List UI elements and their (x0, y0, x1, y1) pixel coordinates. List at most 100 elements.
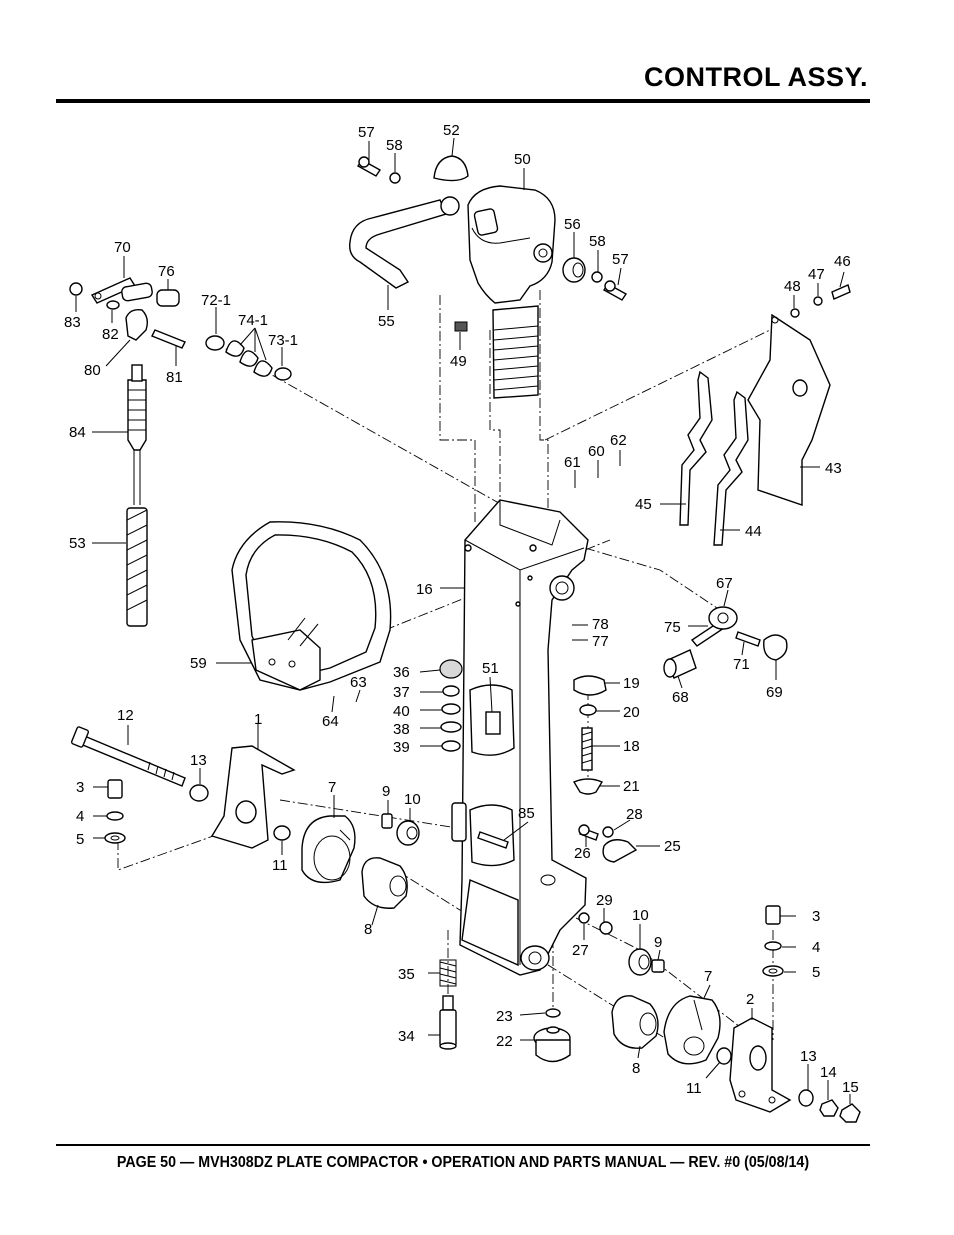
leader-lines (75, 137, 851, 1104)
knob-19 (573, 675, 607, 696)
callout-18: 18 (623, 738, 640, 755)
callout-47: 47 (808, 266, 825, 283)
callout-82: 82 (102, 326, 119, 343)
callout-9: 9 (382, 783, 390, 800)
callout-49: 49 (450, 353, 467, 370)
callout-81: 81 (166, 369, 183, 386)
callout-56: 56 (564, 216, 581, 233)
callout-78: 78 (592, 616, 609, 633)
adjuster-stack (572, 675, 607, 795)
callout-59: 59 (190, 655, 207, 672)
callout-labels: 57 58 52 50 56 58 57 55 49 70 76 72-1 74… (64, 122, 859, 1097)
callout-40: 40 (393, 703, 410, 720)
callout-37: 37 (393, 684, 410, 701)
callout-23: 23 (496, 1008, 513, 1025)
callout-2: 2 (746, 991, 754, 1008)
callout-77: 77 (592, 633, 609, 650)
callout-58: 58 (386, 137, 403, 154)
cap-52 (433, 155, 469, 182)
clamp-7-right (663, 995, 721, 1065)
callout-75: 75 (664, 619, 681, 636)
cap-10-left (396, 820, 420, 846)
callout-25: 25 (664, 838, 681, 855)
callout-73-1: 73-1 (268, 332, 298, 349)
washer-72-1 (205, 335, 225, 351)
callout-71: 71 (733, 656, 750, 673)
callout-57: 57 (612, 251, 629, 268)
callout-29: 29 (596, 892, 613, 909)
callout-84: 84 (69, 424, 86, 441)
callout-52: 52 (443, 122, 460, 139)
shim-44 (713, 390, 749, 546)
callout-5: 5 (76, 831, 84, 848)
key-49 (454, 321, 468, 332)
callout-16: 16 (416, 581, 433, 598)
callout-46: 46 (834, 253, 851, 270)
washer-82 (106, 300, 120, 310)
wing-nut-21 (572, 778, 604, 795)
callout-13: 13 (800, 1048, 817, 1065)
washer-13 (189, 784, 209, 802)
callout-72-1: 72-1 (201, 292, 231, 309)
nut-83 (69, 282, 83, 296)
callout-69: 69 (766, 684, 783, 701)
mount-8-right (611, 995, 659, 1049)
callout-3: 3 (76, 779, 84, 796)
nut-23 (545, 1008, 561, 1018)
lever-67 (708, 606, 738, 630)
callout-74-1: 74-1 (238, 312, 268, 329)
callout-5: 5 (812, 964, 820, 981)
page-footer: PAGE 50 — MVH308DZ PLATE COMPACTOR • OPE… (116, 1154, 810, 1171)
callout-44: 44 (745, 523, 762, 540)
bolt-12 (70, 726, 186, 787)
callout-45: 45 (635, 496, 652, 513)
callout-43: 43 (825, 460, 842, 477)
callout-67: 67 (716, 575, 733, 592)
grip-lever-55 (349, 196, 460, 289)
callout-50: 50 (514, 151, 531, 168)
mount-22 (533, 1008, 571, 1063)
throttle-bracket-70 (69, 277, 292, 381)
callout-27: 27 (572, 942, 589, 959)
hardware-3-4-5-right (762, 905, 861, 1123)
callout-36: 36 (393, 664, 410, 681)
callout-14: 14 (820, 1064, 837, 1081)
callout-63: 63 (350, 674, 367, 691)
washer-11 (273, 825, 291, 841)
callout-7: 7 (328, 779, 336, 796)
callout-70: 70 (114, 239, 131, 256)
cap-10-right (628, 948, 652, 976)
callout-8: 8 (632, 1060, 640, 1077)
callout-62: 62 (610, 432, 627, 449)
nut-20 (579, 704, 597, 716)
callout-68: 68 (672, 689, 689, 706)
callout-64: 64 (322, 713, 339, 730)
mount-8-left (361, 857, 408, 909)
callout-83: 83 (64, 314, 81, 331)
bolt-81 (151, 329, 186, 349)
clamp-hardware-25-28 (578, 824, 638, 935)
callout-22: 22 (496, 1033, 513, 1050)
callout-20: 20 (623, 704, 640, 721)
handle-guard-59 (231, 521, 392, 691)
callout-61: 61 (564, 454, 581, 471)
pin-34 (439, 995, 457, 1050)
callout-58: 58 (589, 233, 606, 250)
page-title: CONTROL ASSY. (643, 62, 868, 92)
callout-51: 51 (482, 660, 499, 677)
bushing-56 (562, 257, 586, 283)
callout-39: 39 (393, 739, 410, 756)
washer-11-right (716, 1047, 732, 1065)
callout-13: 13 (190, 752, 207, 769)
header-rule (56, 99, 870, 103)
callout-10: 10 (404, 791, 421, 808)
washer-stack (439, 659, 463, 752)
fasteners-46-48 (790, 284, 851, 318)
callout-76: 76 (158, 263, 175, 280)
mount-bracket-2 (729, 1017, 792, 1113)
stop-69 (763, 634, 788, 661)
callout-53: 53 (69, 535, 86, 552)
callout-21: 21 (623, 778, 640, 795)
callout-28: 28 (626, 806, 643, 823)
rod-end-80 (125, 308, 149, 341)
